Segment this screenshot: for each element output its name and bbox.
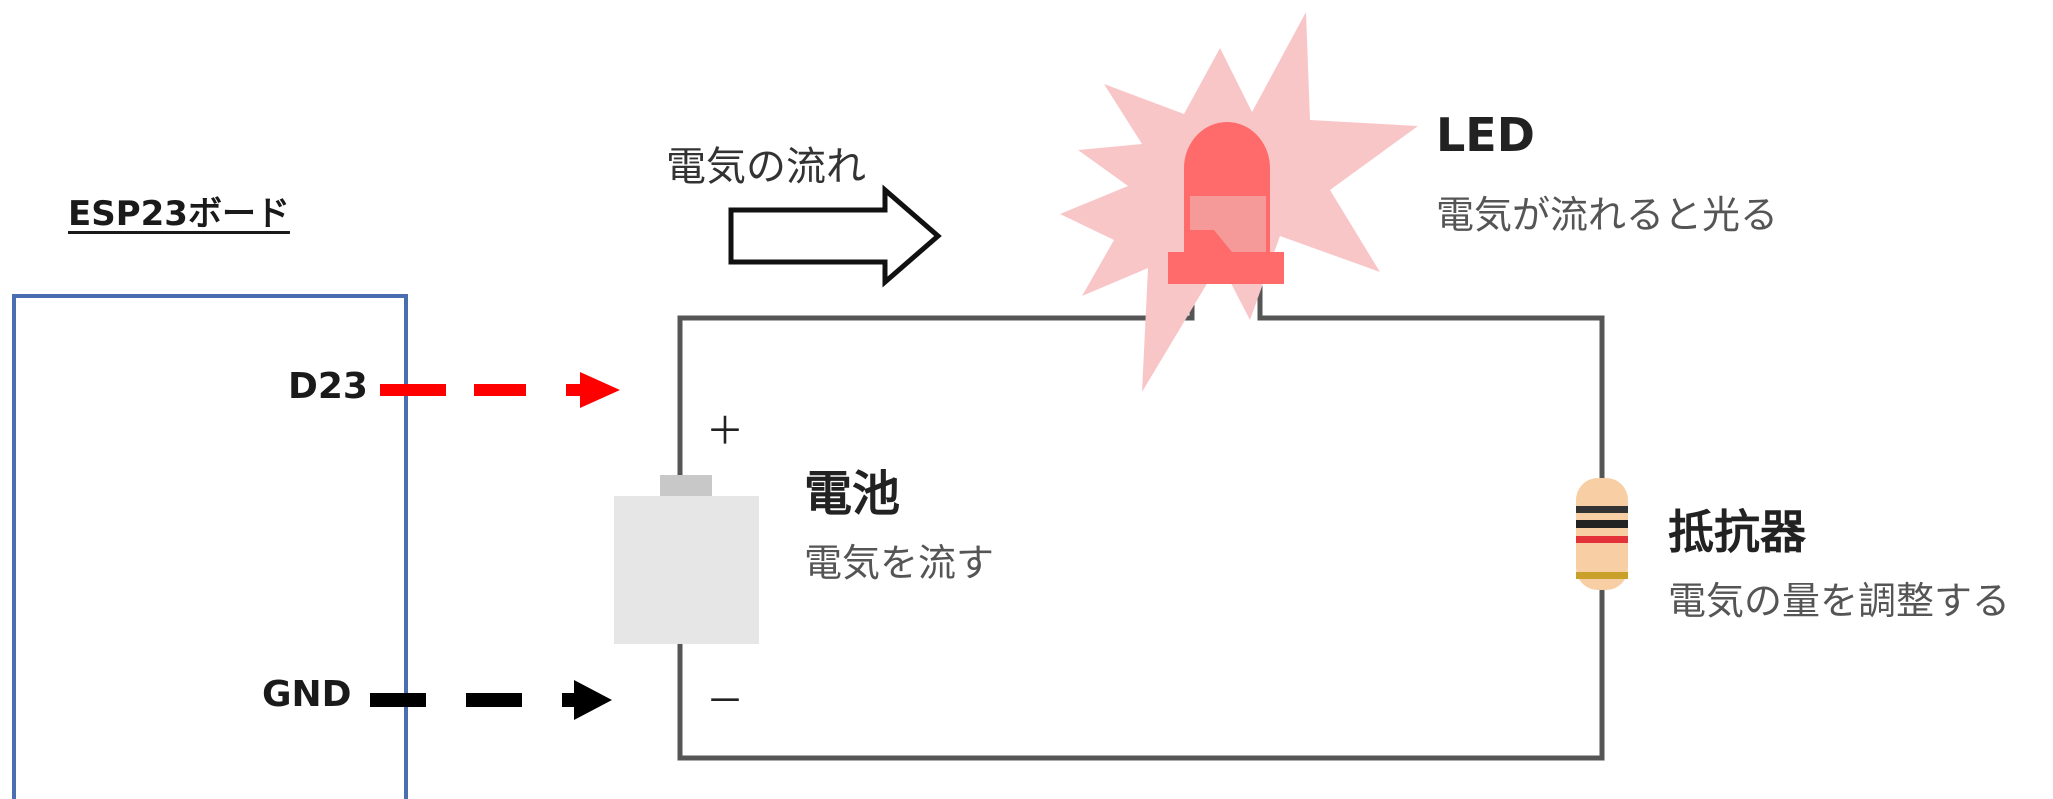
battery-terminal [660,475,712,499]
resistor-band-2 [1576,520,1628,528]
led-dome [1184,122,1270,196]
led-rim [1168,252,1284,284]
board-title: ESP23ボード [68,194,290,234]
circuit-wire-bottom [677,582,1605,761]
battery [614,475,759,644]
led [1168,122,1284,284]
resistor-name: 抵抗器 [1668,505,1806,559]
d23-signal-arrow [380,372,620,408]
gnd-signal-arrow [370,680,612,720]
led-inner-anvil [1190,196,1266,252]
resistor-band-4 [1576,572,1628,579]
led-description: 電気が流れると光る [1436,193,1779,237]
resistor-band-3 [1576,536,1628,543]
resistor-band-1 [1576,506,1628,513]
battery-minus-sign: － [706,679,745,723]
battery-plus-sign: ＋ [706,409,745,453]
resistor-description: 電気の量を調整する [1668,579,2011,623]
battery-name: 電池 [804,466,901,522]
led-name: LED [1436,108,1535,162]
flow-arrow [728,184,942,288]
esp-board [12,294,408,799]
battery-description: 電気を流す [804,541,995,585]
circuit-wire-top-left [677,286,1195,480]
circuit-wire-top-right [1257,286,1605,482]
resistor [1576,478,1628,590]
pin-label-gnd: GND [262,674,352,715]
pin-label-d23: D23 [288,366,368,407]
flow-label: 電気の流れ [666,144,866,190]
battery-body [614,496,759,644]
